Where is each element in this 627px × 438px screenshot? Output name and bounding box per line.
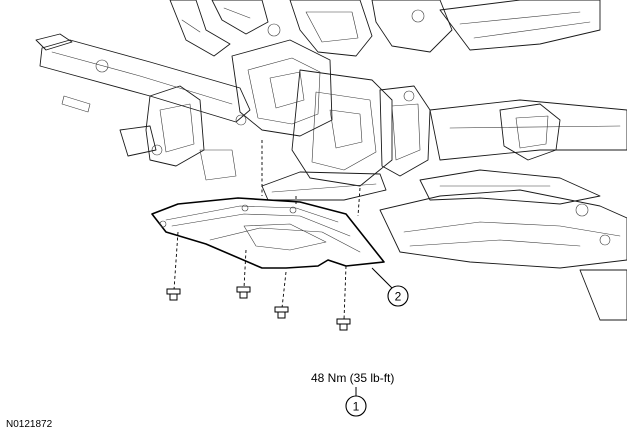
bolt [236,286,251,299]
skid-plate-bolts [166,286,351,331]
callout-1-number: 1 [353,400,360,414]
bolt-centerlines [173,140,361,321]
vehicle-frame-artwork [35,0,627,321]
figure-identifier: N0121872 [6,419,53,430]
bolt [166,288,181,301]
skid-plate [151,197,385,269]
bolt [336,318,351,331]
torque-specification: 48 Nm (35 lb-ft) [311,371,395,385]
bolt [274,306,289,319]
callout-2: 2 [371,267,409,307]
callout-2-number: 2 [395,290,402,304]
callout-1: 1 [345,387,367,417]
